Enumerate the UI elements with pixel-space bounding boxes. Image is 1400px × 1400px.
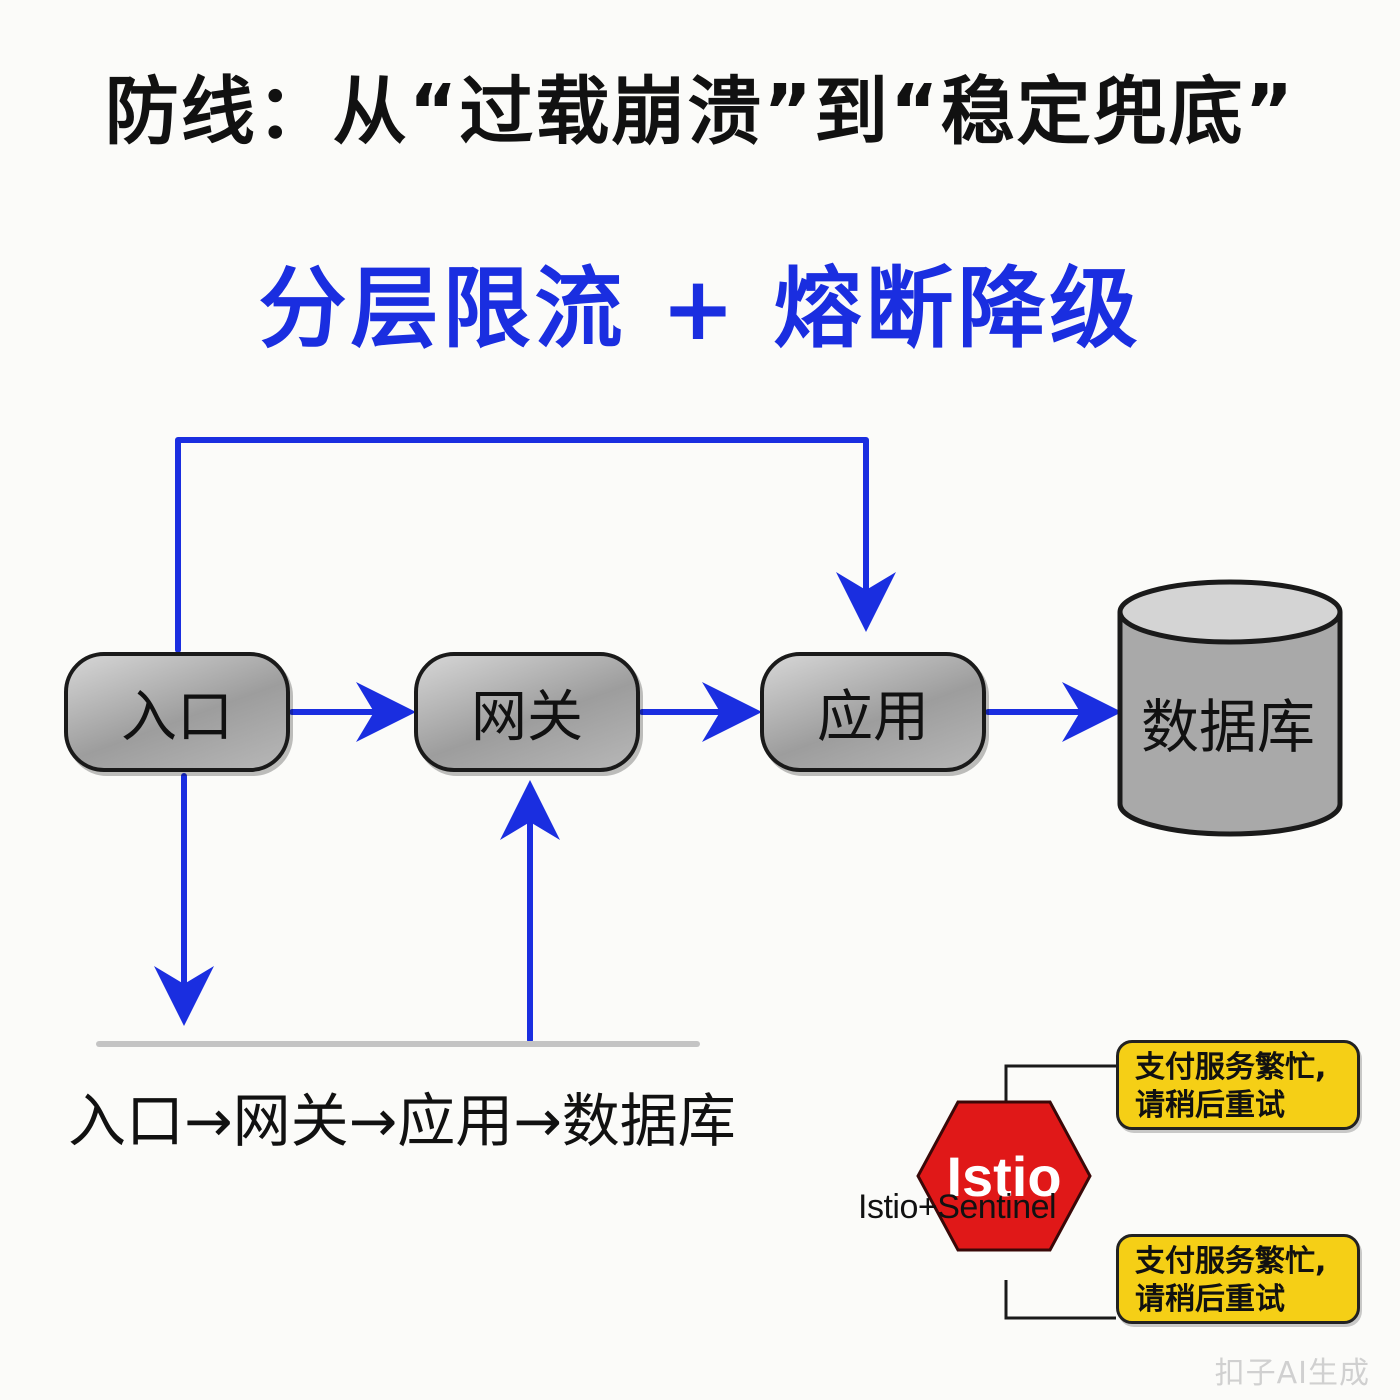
fallback-bubble-top: 支付服务繁忙, 请稍后重试 [1116, 1040, 1360, 1130]
flow-description: 入口→网关→应用→数据库 [68, 1074, 736, 1158]
bubble-line: 支付服务繁忙, [1135, 1049, 1347, 1087]
application-node: 应用 [760, 652, 986, 772]
database-label: 数据库 [1118, 680, 1338, 764]
application-node-label: 应用 [817, 672, 929, 753]
bubble-line: 请稍后重试 [1135, 1087, 1347, 1125]
bubble-line: 请稍后重试 [1135, 1281, 1347, 1319]
watermark: 扣子AI生成 [1215, 1348, 1370, 1392]
istio-connector-bottom [1006, 1280, 1116, 1318]
istio-caption: Istio+Sentinel [858, 1188, 1158, 1227]
entry-node: 入口 [64, 652, 290, 772]
fallback-bubble-bottom: 支付服务繁忙, 请稍后重试 [1116, 1234, 1360, 1324]
entry-node-label: 入口 [121, 672, 233, 753]
gateway-node: 网关 [414, 652, 640, 772]
bypass-arrow-entry-to-app [178, 440, 866, 650]
bubble-line: 支付服务繁忙, [1135, 1243, 1347, 1281]
flow-baseline [96, 1041, 700, 1047]
gateway-node-label: 网关 [471, 672, 583, 753]
